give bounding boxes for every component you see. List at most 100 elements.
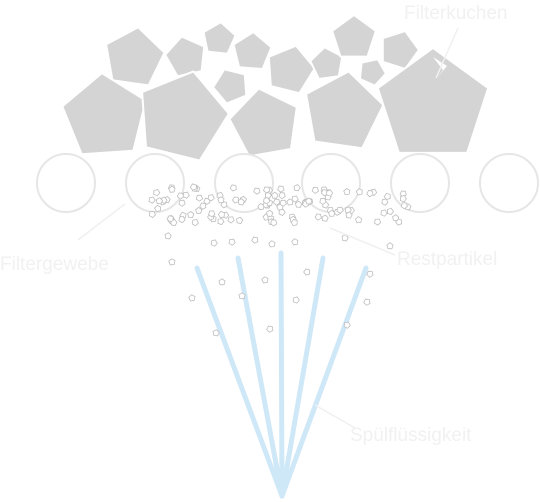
residual-particle bbox=[268, 240, 276, 248]
residual-particle bbox=[199, 202, 207, 210]
residual-particle bbox=[189, 183, 197, 191]
cake-pentagon bbox=[141, 70, 231, 162]
residual-particle bbox=[345, 211, 353, 219]
residual-particle bbox=[380, 209, 388, 217]
residual-particle bbox=[399, 195, 407, 203]
fabric-fiber bbox=[479, 153, 539, 213]
residual-particle bbox=[160, 196, 168, 204]
residual-particle bbox=[291, 195, 299, 203]
label-filter-fabric: Filtergewebe bbox=[0, 254, 109, 275]
residual-particle bbox=[400, 202, 408, 210]
residual-particle bbox=[195, 206, 203, 214]
residual-particle bbox=[237, 198, 245, 206]
cake-pentagon bbox=[358, 58, 388, 87]
cake-notch bbox=[433, 57, 447, 78]
cake-pentagon bbox=[202, 20, 237, 55]
residual-particle bbox=[271, 191, 279, 199]
spray-jet bbox=[235, 255, 285, 499]
residual-particle bbox=[279, 199, 287, 207]
residual-particle bbox=[176, 192, 185, 200]
residual-particle bbox=[355, 216, 363, 224]
cake-pentagon bbox=[163, 35, 206, 78]
residual-particle bbox=[294, 200, 303, 208]
residual-particle bbox=[187, 211, 195, 219]
residual-particle bbox=[168, 258, 176, 266]
residual-particle bbox=[168, 185, 176, 193]
residual-particle bbox=[257, 203, 265, 211]
residual-particle bbox=[355, 188, 363, 196]
residual-particle bbox=[262, 197, 271, 205]
residual-particle bbox=[303, 268, 311, 276]
residual-particle bbox=[166, 215, 174, 223]
residual-particle bbox=[305, 197, 313, 205]
residual-particle bbox=[266, 325, 274, 333]
label-leader-lines bbox=[77, 27, 459, 429]
residual-particle bbox=[266, 209, 274, 217]
residual-particle bbox=[343, 188, 351, 195]
residual-particle bbox=[203, 197, 211, 205]
residual-particle bbox=[343, 321, 351, 329]
residual-particle bbox=[263, 186, 271, 194]
residual-particle bbox=[314, 213, 322, 221]
residual-particle bbox=[229, 184, 237, 192]
residual-particle bbox=[208, 210, 216, 218]
cake-pentagon bbox=[309, 45, 344, 81]
residual-particle bbox=[293, 184, 301, 192]
residual-particle bbox=[278, 192, 286, 200]
residual-particle bbox=[178, 199, 186, 207]
fabric-fiber bbox=[36, 153, 96, 213]
residual-particle bbox=[328, 209, 336, 217]
residual-particle bbox=[232, 196, 239, 204]
cake-pentagon bbox=[61, 71, 147, 156]
residual-particle bbox=[251, 236, 259, 244]
leader-line bbox=[329, 227, 396, 256]
spray-jet bbox=[279, 255, 326, 499]
cake-pentagon bbox=[211, 68, 248, 105]
cake-pentagon bbox=[330, 13, 378, 58]
cake-pentagon bbox=[304, 70, 385, 150]
residual-particle bbox=[290, 218, 298, 227]
filter-fabric bbox=[36, 153, 539, 213]
residual-particle bbox=[217, 217, 225, 226]
residual-particle bbox=[188, 294, 196, 302]
cake-pentagon bbox=[376, 46, 490, 154]
residual-particle bbox=[291, 238, 299, 246]
residual-particle bbox=[381, 198, 389, 206]
spray-jet bbox=[279, 265, 369, 499]
cake-pentagon bbox=[232, 30, 273, 71]
residual-particle bbox=[154, 204, 162, 213]
spray-jet bbox=[194, 265, 285, 499]
residual-particle bbox=[164, 232, 172, 240]
residual-particle bbox=[195, 194, 204, 202]
cake-pentagon bbox=[381, 29, 421, 71]
residual-particle bbox=[238, 292, 246, 300]
residual-particle bbox=[292, 296, 300, 304]
residual-particle bbox=[217, 210, 225, 219]
label-residual-particles: Restpartikel bbox=[397, 249, 497, 270]
rinse-spray-jets bbox=[194, 250, 369, 499]
residual-particle bbox=[148, 196, 156, 204]
spray-jet bbox=[278, 250, 285, 499]
residual-particle bbox=[148, 210, 156, 218]
residual-particle bbox=[191, 219, 199, 227]
residual-particle bbox=[153, 189, 161, 197]
residual-particle bbox=[182, 191, 190, 199]
residual-particle bbox=[217, 196, 225, 204]
residual-particle bbox=[207, 194, 215, 202]
filter-cake bbox=[61, 13, 490, 162]
residual-particle bbox=[278, 208, 286, 216]
fabric-fiber bbox=[390, 153, 450, 213]
residual-particle bbox=[228, 238, 236, 246]
residual-particle bbox=[236, 216, 244, 224]
leader-line bbox=[314, 404, 356, 429]
fabric-fiber bbox=[214, 153, 274, 213]
residual-particle bbox=[319, 197, 327, 205]
residual-particle bbox=[387, 207, 394, 215]
residual-particle bbox=[366, 190, 374, 198]
residual-particle bbox=[392, 214, 400, 222]
residual-particle bbox=[321, 214, 329, 222]
label-rinse-fluid: Spülflüssigkeit bbox=[350, 425, 472, 446]
residual-particle bbox=[399, 190, 407, 198]
residual-particle bbox=[212, 329, 220, 337]
